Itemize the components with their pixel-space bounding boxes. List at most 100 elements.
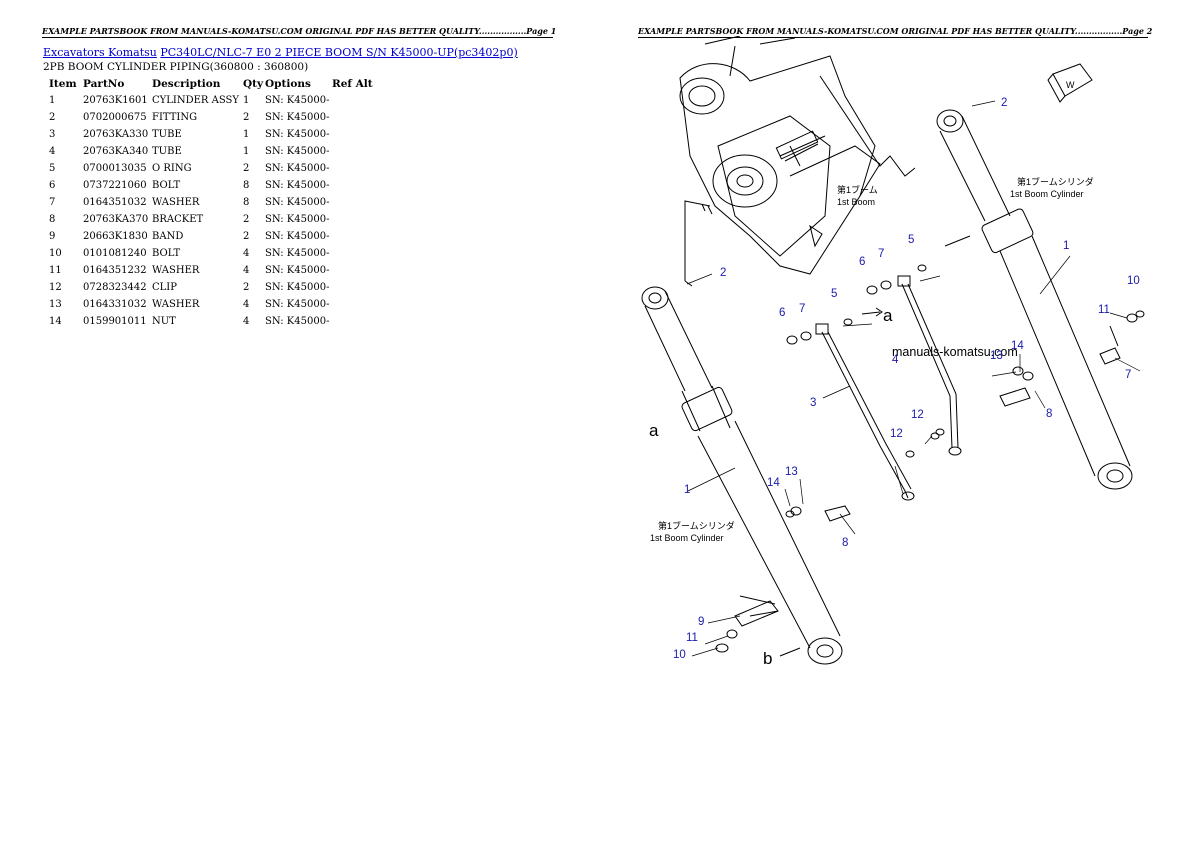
callout-5-left: 5 <box>831 288 837 300</box>
cell-options: SN: K45000- <box>265 248 330 259</box>
table-row: 6 0737221060 BOLT 8 SN: K45000- <box>44 177 382 194</box>
cell-qty: 8 <box>243 197 250 208</box>
cell-ref-alt <box>332 160 382 177</box>
table-header-row: Item PartNo Description Qty Options Ref … <box>44 76 382 92</box>
table-row: 9 20663K1830 BAND 2 SN: K45000- <box>44 228 382 245</box>
table-row: 1 20763K1601 CYLINDER ASSY 1 SN: K45000- <box>44 92 382 109</box>
callout-4: 4 <box>892 354 899 366</box>
cell-options: SN: K45000- <box>265 163 330 174</box>
cell-qty: 4 <box>243 299 250 310</box>
cell-ref-alt <box>332 143 382 160</box>
cell-item: 5 <box>49 163 56 174</box>
cell-qty: 2 <box>243 112 250 123</box>
breadcrumb-link-model[interactable]: PC340LC/NLC-7 E0 2 PIECE BOOM S/N K45000… <box>160 46 518 59</box>
section-title: 2PB BOOM CYLINDER PIPING(360800 : 360800… <box>43 61 309 73</box>
callout-6-right: 6 <box>859 256 865 268</box>
cell-ref-alt <box>332 313 382 330</box>
cell-options: SN: K45000- <box>265 299 330 310</box>
cell-qty: 4 <box>243 265 250 276</box>
cell-options: SN: K45000- <box>265 316 330 327</box>
callout-7-right: 7 <box>1125 369 1131 381</box>
cell-description: WASHER <box>152 197 200 208</box>
cell-partno: 20763KA330 <box>83 129 149 140</box>
cell-item: 2 <box>49 112 56 123</box>
callout-10-left: 10 <box>673 649 686 661</box>
page-header-right: EXAMPLE PARTSBOOK FROM MANUALS-KOMATSU.C… <box>638 26 1153 38</box>
hardware-parts <box>715 264 1145 653</box>
callout-10-right: 10 <box>1127 275 1140 287</box>
callout-14-left: 14 <box>767 477 780 489</box>
cell-qty: 2 <box>243 214 250 225</box>
table-row: 2 0702000675 FITTING 2 SN: K45000- <box>44 109 382 126</box>
cell-options: SN: K45000- <box>265 112 330 123</box>
callout-9: 9 <box>698 616 704 628</box>
cell-description: WASHER <box>152 265 200 276</box>
callout-14-right: 14 <box>1011 340 1024 352</box>
callout-7-left: 7 <box>799 303 805 315</box>
cell-description: BOLT <box>152 248 181 259</box>
cell-qty: 8 <box>243 180 250 191</box>
table-row: 13 0164331032 WASHER 4 SN: K45000- <box>44 296 382 313</box>
cell-description: TUBE <box>152 129 182 140</box>
cell-ref-alt <box>332 177 382 194</box>
cell-partno: 0700013035 <box>83 163 147 174</box>
cell-ref-alt <box>332 92 382 109</box>
callout-8-right: 8 <box>1046 408 1052 420</box>
table-row: 12 0728323442 CLIP 2 SN: K45000- <box>44 279 382 296</box>
cell-options: SN: K45000- <box>265 129 330 140</box>
table-row: 3 20763KA330 TUBE 1 SN: K45000- <box>44 126 382 143</box>
callout-12-left: 12 <box>890 428 903 440</box>
cell-qty: 2 <box>243 231 250 242</box>
cell-options: SN: K45000- <box>265 214 330 225</box>
cell-partno: 20663K1830 <box>83 231 148 242</box>
table-row: 4 20763KA340 TUBE 1 SN: K45000- <box>44 143 382 160</box>
cell-description: BAND <box>152 231 184 242</box>
cell-partno: 20763KA370 <box>83 214 149 225</box>
cell-description: CYLINDER ASSY <box>152 95 239 106</box>
label-1st-boom-cylinder-jp-right: 第1ブームシリンダ <box>1017 176 1094 187</box>
callout-1-left: 1 <box>684 484 690 496</box>
cell-item: 7 <box>49 197 56 208</box>
cell-partno: 0164331032 <box>83 299 147 310</box>
ref-letter-a-right: a <box>883 306 893 325</box>
cell-description: NUT <box>152 316 176 327</box>
cell-ref-alt <box>332 262 382 279</box>
cell-description: WASHER <box>152 299 200 310</box>
cell-partno: 0101081240 <box>83 248 147 259</box>
cell-qty: 1 <box>243 129 250 140</box>
leader-lines <box>686 100 1141 657</box>
cell-options: SN: K45000- <box>265 265 330 276</box>
callout-7-middle: 7 <box>878 248 884 260</box>
callout-5-right: 5 <box>908 234 914 246</box>
cell-description: TUBE <box>152 146 182 157</box>
label-1st-boom: 1st Boom <box>837 197 875 207</box>
cell-partno: 0737221060 <box>83 180 147 191</box>
cell-ref-alt <box>332 211 382 228</box>
cell-item: 1 <box>49 95 56 106</box>
cell-options: SN: K45000- <box>265 180 330 191</box>
breadcrumb-link-category[interactable]: Excavators Komatsu <box>43 46 157 59</box>
cell-item: 11 <box>49 265 62 276</box>
cell-ref-alt <box>332 194 382 211</box>
table-row: 8 20763KA370 BRACKET 2 SN: K45000- <box>44 211 382 228</box>
table-row: 7 0164351032 WASHER 8 SN: K45000- <box>44 194 382 211</box>
breadcrumb: Excavators Komatsu PC340LC/NLC-7 E0 2 PI… <box>43 46 518 59</box>
callout-2-right: 2 <box>1001 97 1007 109</box>
right-boom-cylinder <box>936 109 1133 490</box>
cell-partno: 0164351032 <box>83 197 147 208</box>
callout-2-left: 2 <box>720 267 726 279</box>
cell-ref-alt <box>332 228 382 245</box>
cell-description: CLIP <box>152 282 177 293</box>
cell-partno: 0164351232 <box>83 265 147 276</box>
cell-qty: 4 <box>243 248 250 259</box>
column-header-partno: PartNo <box>83 78 125 90</box>
parts-diagram: W 第1ブーム 1st Boom 第1ブームシリンダ 1st Boom Cyli… <box>641 36 1145 668</box>
cell-options: SN: K45000- <box>265 95 330 106</box>
cell-partno: 0159901011 <box>83 316 147 327</box>
callout-12-right: 12 <box>911 409 924 421</box>
cell-partno: 0728323442 <box>83 282 147 293</box>
boom-structure <box>679 36 916 287</box>
arrow-b <box>779 647 801 657</box>
cell-item: 9 <box>49 231 56 242</box>
ref-letter-b: b <box>763 649 772 668</box>
